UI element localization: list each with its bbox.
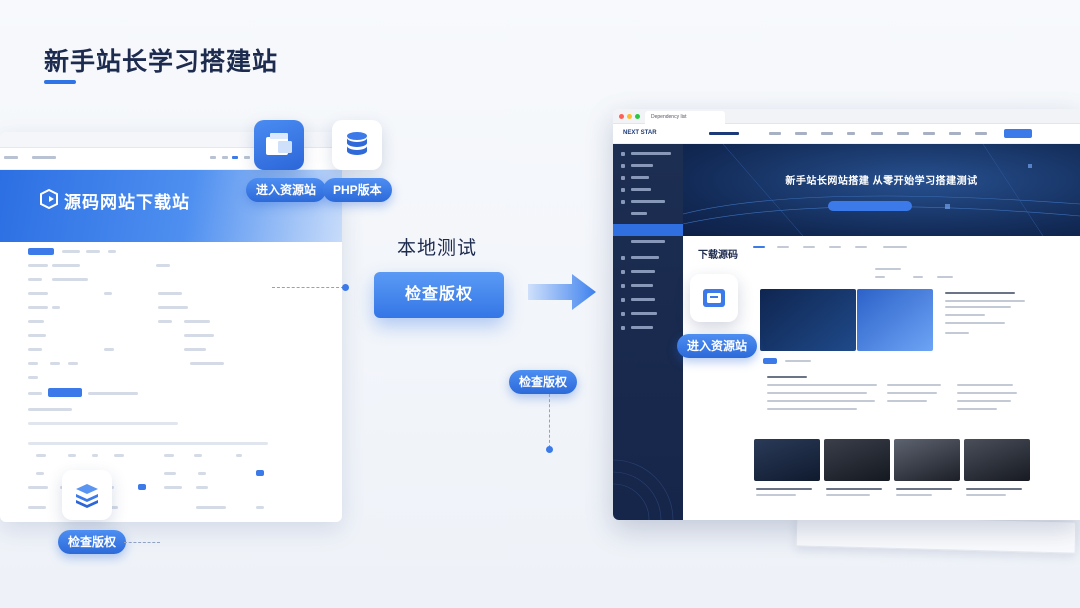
news-thumb-2[interactable] — [824, 439, 890, 481]
enter-resource-tag[interactable]: 进入资源站 — [246, 178, 327, 202]
connector-dot — [342, 284, 349, 291]
hero-banner: 新手站长网站搭建 从零开始学习搭建测试 — [683, 144, 1080, 236]
paper-stack — [795, 514, 1077, 554]
left-form-body — [0, 242, 342, 509]
news-thumb-1[interactable] — [754, 439, 820, 481]
browser-chrome: Dependency list — [613, 109, 1080, 124]
hero-search-bar[interactable] — [828, 201, 912, 211]
check-copyright-button[interactable]: 检查版权 — [374, 272, 504, 318]
connector-dot — [546, 446, 553, 453]
right-navbar: NEXT STAR — [613, 124, 1080, 144]
local-test-label: 本地测试 — [397, 238, 478, 259]
news-thumb-4[interactable] — [964, 439, 1030, 481]
database-icon[interactable] — [332, 120, 382, 170]
php-version-tag[interactable]: PHP版本 — [323, 178, 392, 202]
left-banner-title: 源码网站下载站 — [64, 193, 190, 212]
thumbnail-code[interactable] — [760, 289, 856, 351]
login-button[interactable] — [1004, 129, 1032, 138]
right-arrow-icon — [528, 274, 596, 310]
check-copyright-tag-right[interactable]: 检查版权 — [509, 370, 578, 394]
check-copyright-tag-left[interactable]: 检查版权 — [58, 530, 127, 554]
main-content: 下载源码 — [683, 236, 1080, 520]
sidebar-item-active[interactable] — [613, 224, 683, 236]
logo-icon — [40, 188, 58, 210]
folder-icon-right[interactable] — [690, 274, 738, 322]
connector-line — [124, 542, 160, 543]
dark-sidebar — [613, 144, 683, 520]
page-title: 新手站长学习搭建站 — [44, 48, 279, 76]
folder-icon[interactable] — [254, 120, 304, 170]
right-browser-window: Dependency list NEXT STAR — [613, 109, 1080, 520]
left-banner: 源码网站下载站 — [0, 170, 342, 242]
left-browser-navbar — [0, 148, 342, 170]
section-title: 下载源码 — [698, 250, 738, 261]
connector-line — [272, 287, 344, 288]
connector-line — [549, 394, 550, 448]
browser-tab[interactable]: Dependency list — [645, 111, 725, 124]
server-stack-icon[interactable] — [62, 470, 112, 520]
hero-title: 新手站长网站搭建 从零开始学习搭建测试 — [785, 176, 978, 187]
enter-resource-tag-right[interactable]: 进入资源站 — [677, 334, 758, 358]
thumbnail-feature[interactable] — [857, 289, 933, 351]
brand-logo[interactable]: NEXT STAR — [623, 130, 657, 136]
news-thumb-3[interactable] — [894, 439, 960, 481]
title-underline — [44, 80, 76, 84]
